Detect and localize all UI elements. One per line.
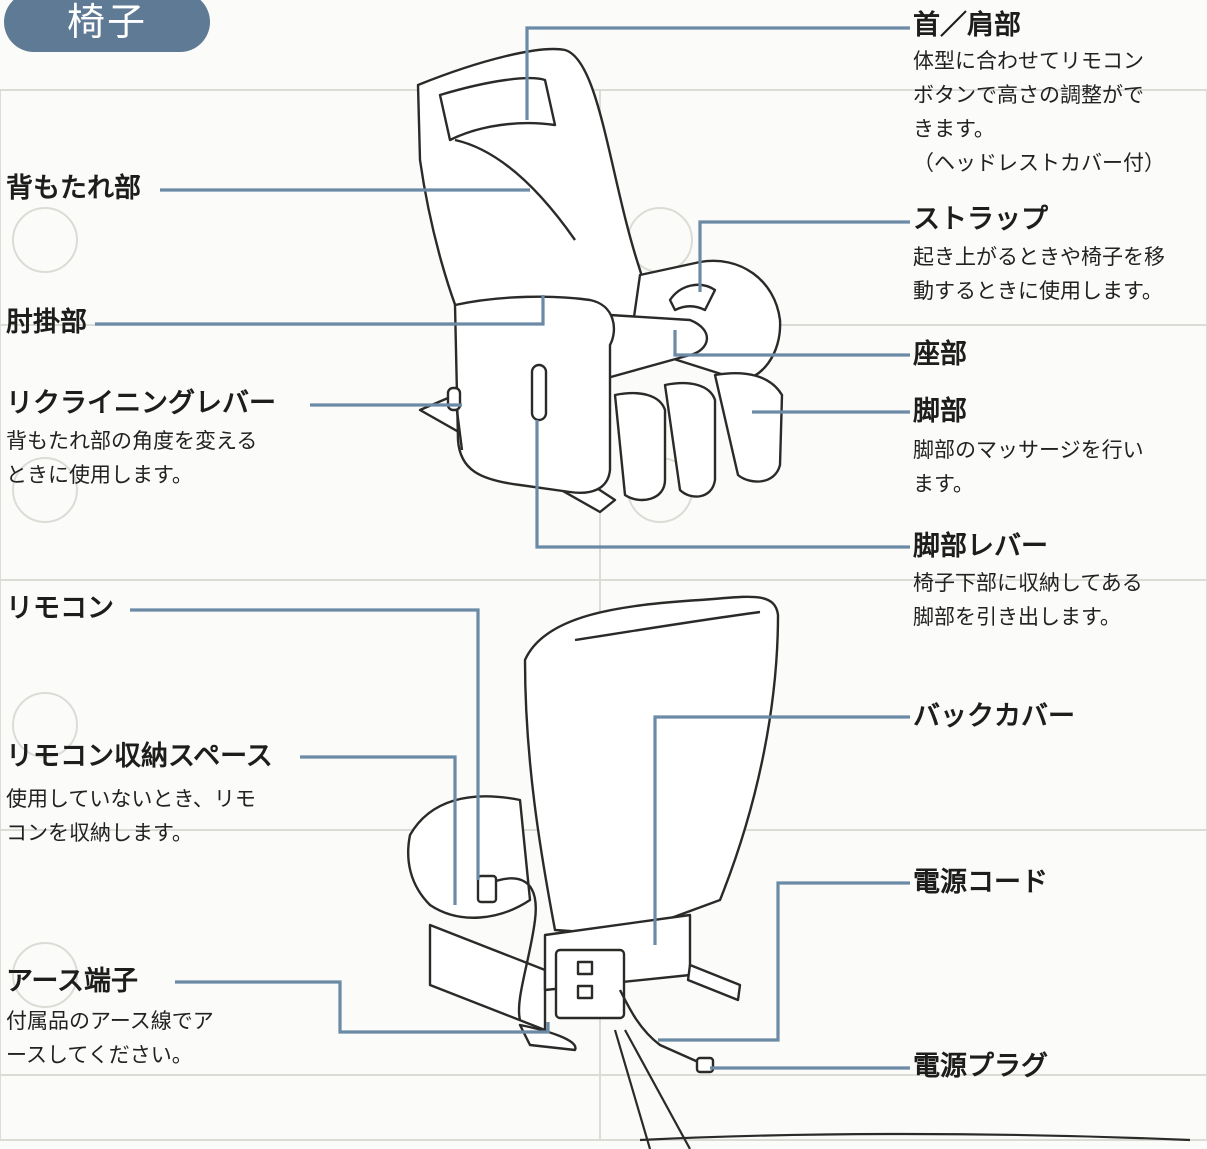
description-line: 動するときに使用します。 — [913, 279, 1163, 303]
description-line: 背もたれ部の角度を変える — [6, 429, 258, 453]
description-line: ボタンで高さの調整がで — [913, 83, 1144, 107]
leader-remote-storage — [300, 755, 457, 905]
description-line: 椅子下部に収納してある — [913, 571, 1143, 595]
seat-label: 座部 — [913, 339, 967, 370]
leg-description: 脚部のマッサージを行い ます。 — [913, 433, 1144, 501]
leader-lines — [95, 26, 910, 1070]
power-cord-label: 電源コード — [913, 867, 1048, 898]
description-line: 体型に合わせてリモコン — [913, 49, 1144, 73]
leader-seat — [673, 330, 910, 357]
description-line: （ヘッドレストカバー付） — [913, 151, 1165, 175]
earth-terminal-description: 付属品のアース線でア ースしてください。 — [6, 1004, 214, 1072]
leader-back-cover — [653, 715, 910, 945]
earth-terminal-label: アース端子 — [6, 966, 139, 997]
description-line: 使用していないとき、リモ — [6, 787, 256, 811]
leg-lever-description: 椅子下部に収納してある 脚部を引き出します。 — [913, 566, 1143, 634]
leader-remote — [130, 608, 480, 880]
remote-label: リモコン — [6, 593, 114, 624]
recline-lever-description: 背もたれ部の角度を変える ときに使用します。 — [6, 424, 257, 492]
description-line: 付属品のアース線でア — [6, 1009, 214, 1033]
description-line: 脚部のマッサージを行い — [913, 438, 1144, 462]
description-line: ます。 — [913, 472, 974, 496]
leader-power-cord — [658, 881, 910, 1042]
description-line: コンを収納します。 — [6, 821, 193, 845]
chair-front-illustration — [416, 47, 784, 514]
recline-lever-label: リクライニングレバー — [6, 388, 276, 419]
leader-leg-lever — [535, 420, 910, 549]
chair-back-illustration — [407, 595, 780, 1074]
leg-label: 脚部 — [913, 396, 967, 427]
strap-description: 起き上がるときや椅子を移 動するときに使用します。 — [913, 240, 1165, 308]
description-line: 起き上がるときや椅子を移 — [913, 245, 1165, 269]
description-line: ースしてください。 — [6, 1043, 193, 1067]
leader-neck-shoulder — [525, 26, 910, 120]
leader-armrest — [95, 295, 545, 326]
remote-storage-label: リモコン収納スペース — [6, 741, 273, 772]
leader-earth-terminal — [175, 980, 550, 1034]
description-line: きます。 — [913, 117, 995, 141]
bottom-callout-lines — [613, 1029, 1191, 1149]
remote-storage-description: 使用していないとき、リモ コンを収納します。 — [6, 782, 256, 850]
back-cover-label: バックカバー — [913, 701, 1075, 732]
backrest-label: 背もたれ部 — [6, 173, 141, 204]
neck-shoulder-description: 体型に合わせてリモコン ボタンで高さの調整がで きます。 （ヘッドレストカバー付… — [913, 44, 1165, 180]
power-plug-label: 電源プラグ — [913, 1051, 1048, 1082]
armrest-label: 肘掛部 — [6, 307, 87, 338]
leg-lever-label: 脚部レバー — [913, 531, 1048, 562]
section-title: 椅子 — [4, 0, 210, 52]
strap-label: ストラップ — [913, 204, 1048, 235]
description-line: 脚部を引き出します。 — [913, 605, 1121, 629]
leader-strap — [698, 220, 910, 292]
neck-shoulder-label: 首／肩部 — [913, 10, 1021, 41]
description-line: ときに使用します。 — [6, 463, 193, 487]
